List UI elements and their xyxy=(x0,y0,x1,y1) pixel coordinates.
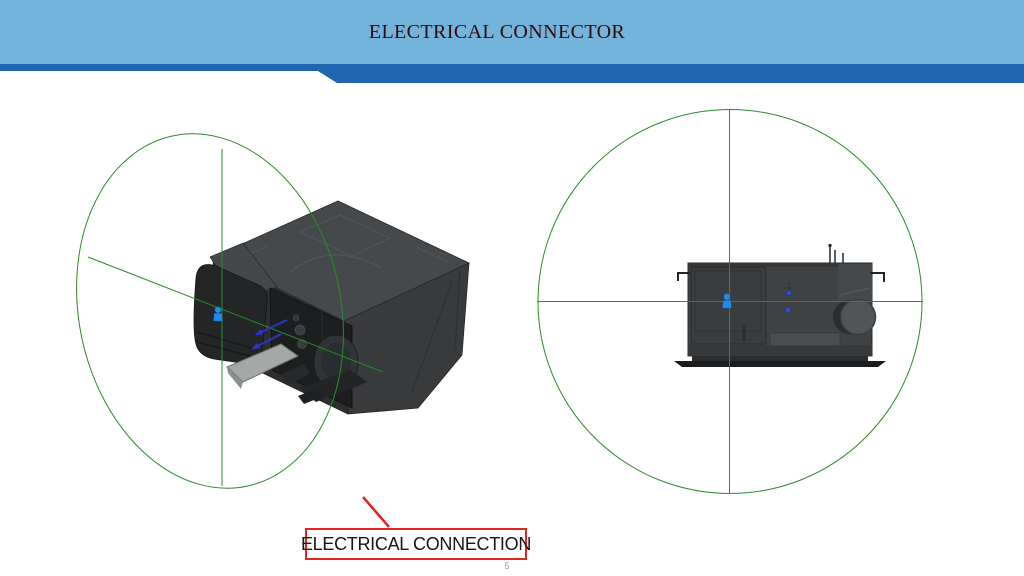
callout-leader-line xyxy=(362,496,390,528)
callout-box: ELECTRICAL CONNECTION xyxy=(301,528,531,560)
lens-barrel xyxy=(839,298,877,336)
side-hook-left xyxy=(677,272,690,281)
fastener-marker xyxy=(785,307,791,313)
callout-label: ELECTRICAL CONNECTION xyxy=(300,533,532,554)
left-figure-isometric-view xyxy=(76,133,470,489)
accent-stripe-shape xyxy=(0,64,1024,83)
connector-port xyxy=(294,324,306,336)
device-side xyxy=(674,243,886,367)
right-figure-side-view xyxy=(537,109,923,494)
tray-panel xyxy=(226,343,299,383)
base-plate xyxy=(674,361,886,367)
device-isometric xyxy=(193,200,470,415)
fastener-marker xyxy=(786,290,792,296)
accent-stripe xyxy=(0,64,1024,83)
side-hook-right xyxy=(870,272,885,282)
slide-title: ELECTRICAL CONNECTOR xyxy=(368,20,626,43)
antenna-pins xyxy=(829,246,844,263)
connector-arrows xyxy=(251,319,288,350)
page-number: 5 xyxy=(504,561,510,571)
title-bar: ELECTRICAL CONNECTOR xyxy=(0,0,1024,64)
